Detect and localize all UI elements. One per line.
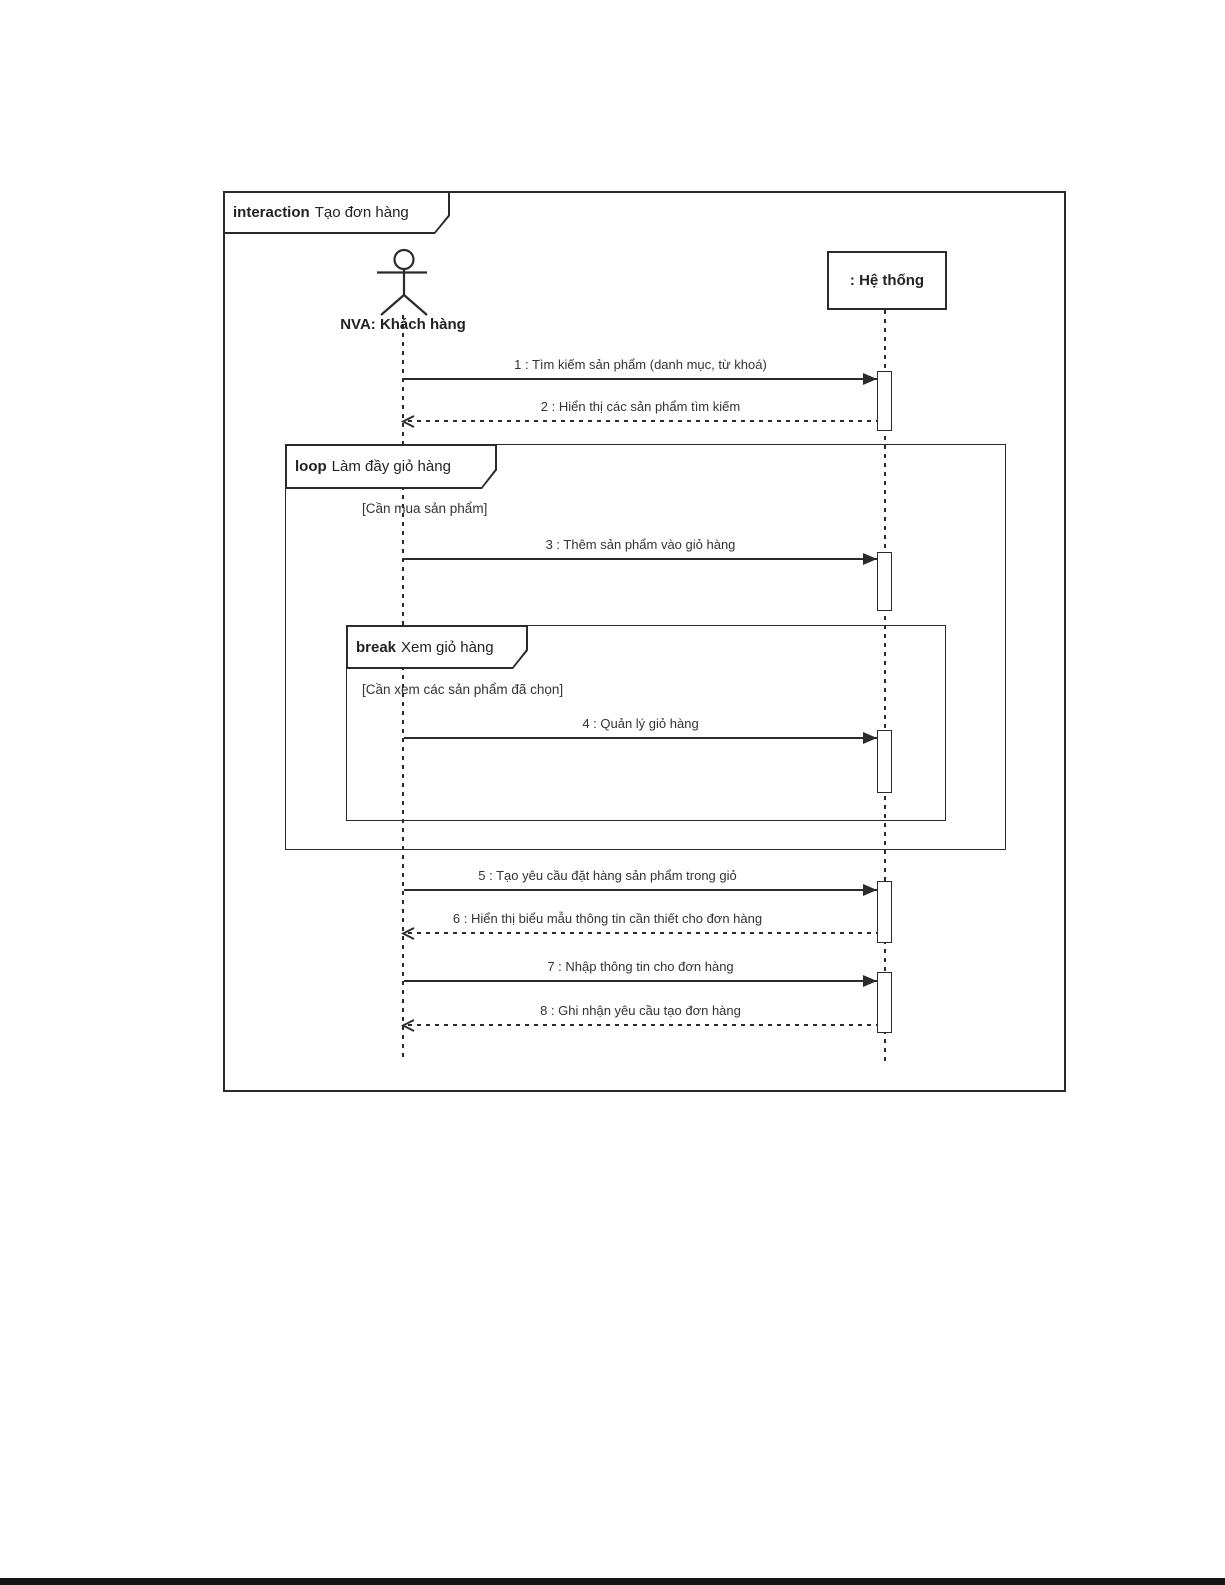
tab-fill <box>287 446 495 487</box>
break-fragment-tab: break Xem giỏ hàng <box>346 625 528 669</box>
activation-bar <box>877 972 892 1033</box>
loop-fragment-title: loop Làm đầy giỏ hàng <box>295 444 479 489</box>
break-keyword: break <box>356 638 397 656</box>
arrowhead-filled-icon <box>863 373 877 385</box>
frame-title-text: Tạo đơn hàng <box>314 204 409 221</box>
message-label-7: 7 : Nhập thông tin cho đơn hàng <box>547 959 734 974</box>
loop-fragment <box>285 444 1006 850</box>
arrowhead-filled-icon <box>863 884 877 896</box>
break-title-text: Xem giỏ hàng <box>401 638 494 656</box>
message-label-1: 1 : Tìm kiếm sản phẩm (danh mục, từ khoá… <box>514 357 767 372</box>
message-label-4: 4 : Quản lý giỏ hàng <box>582 716 699 731</box>
arrowhead-open-icon <box>401 1018 416 1033</box>
message-label-3: 3 : Thêm sản phẩm vào giỏ hàng <box>545 537 736 552</box>
message-line-7 <box>404 980 877 982</box>
break-fragment <box>346 625 946 821</box>
message-line-5 <box>404 889 877 891</box>
interaction-frame-title-tab: interaction Tạo đơn hàng <box>223 191 450 234</box>
break-guard-condition: [Cần xem các sản phẩm đã chọn] <box>362 682 564 697</box>
arrowhead-open-icon <box>401 926 416 941</box>
message-label-8: 8 : Ghi nhận yêu cầu tạo đơn hàng <box>540 1003 741 1018</box>
interaction-frame <box>223 191 1066 1092</box>
message-label-2: 2 : Hiển thị các sản phẩm tìm kiếm <box>540 399 741 414</box>
system-lifeline <box>884 310 886 1062</box>
arrowhead-filled-icon <box>863 553 877 565</box>
loop-keyword: loop <box>295 458 327 475</box>
message-line-4 <box>404 737 877 739</box>
loop-guard-condition: [Cần mua sản phẩm] <box>362 501 488 516</box>
page-bottom-rule <box>0 1578 1225 1585</box>
activation-bar <box>877 552 892 611</box>
message-line-1 <box>404 378 877 380</box>
tab-fill <box>348 627 526 667</box>
message-line-8 <box>408 1024 877 1026</box>
loop-fragment-tab: loop Làm đầy giỏ hàng <box>285 444 497 489</box>
arrowhead-open-icon <box>401 414 416 429</box>
arrowhead-filled-icon <box>863 732 877 744</box>
activation-bar <box>877 881 892 943</box>
frame-keyword: interaction <box>233 204 310 221</box>
message-label-6: 6 : Hiển thị biểu mẫu thông tin cần thiế… <box>452 911 763 926</box>
break-fragment-title: break Xem giỏ hàng <box>356 625 510 669</box>
activation-bar <box>877 371 892 431</box>
message-label-5: 5 : Tạo yêu cầu đặt hàng sản phẩm trong … <box>478 868 737 883</box>
arrowhead-filled-icon <box>863 975 877 987</box>
message-line-2 <box>408 420 877 422</box>
system-object-box: : Hệ thống <box>827 251 947 310</box>
tab-fill <box>225 193 448 232</box>
frame-title: interaction Tạo đơn hàng <box>233 191 432 234</box>
loop-title-text: Làm đầy giỏ hàng <box>331 458 451 475</box>
stick-figure-icon <box>377 248 428 316</box>
message-line-6 <box>408 932 877 934</box>
message-line-3 <box>404 558 877 560</box>
activation-bar <box>877 730 892 793</box>
actor-name: NVA: Khách hàng <box>340 316 466 333</box>
actor-figure <box>363 243 448 319</box>
actor-lifeline <box>402 315 404 1062</box>
